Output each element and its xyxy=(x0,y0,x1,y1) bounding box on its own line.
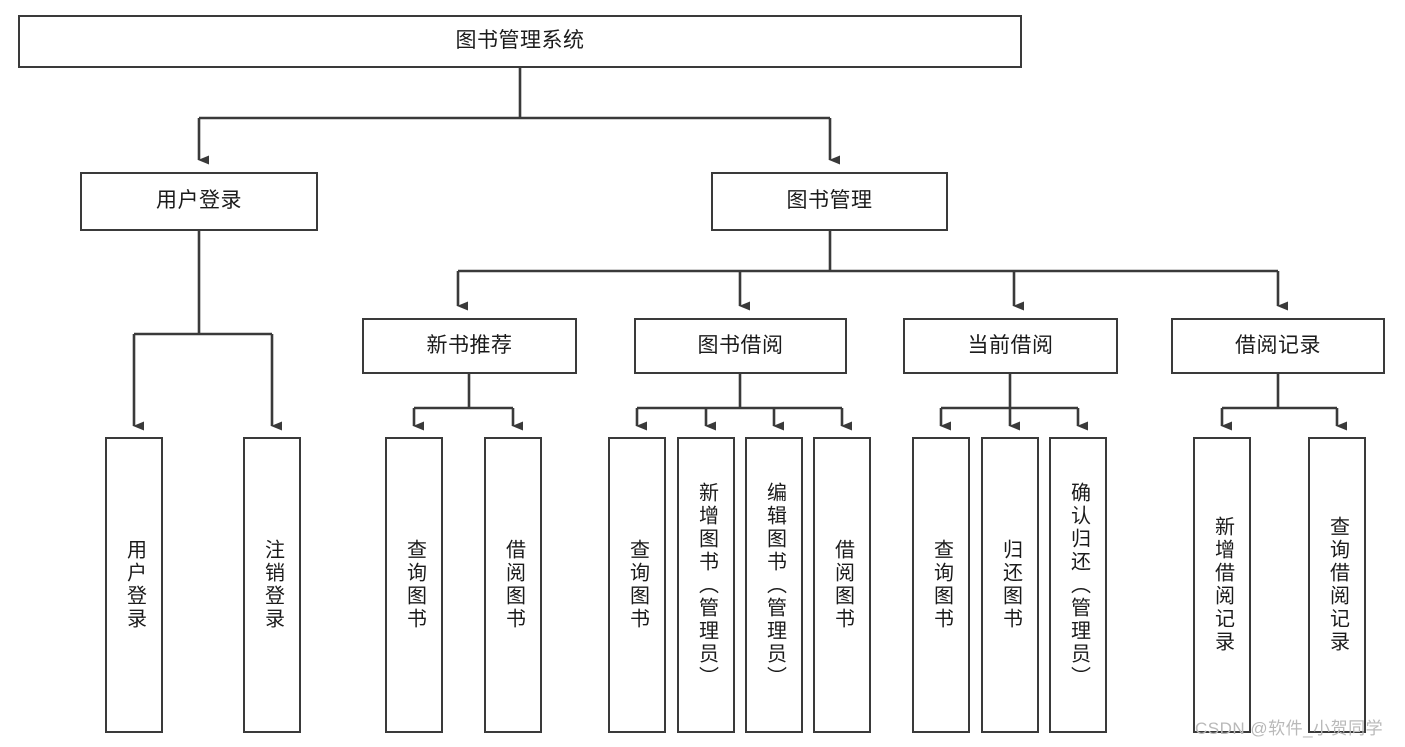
node-label: 新增借阅记录 xyxy=(1211,516,1234,654)
node-label: 确认归还（管理员） xyxy=(1067,481,1090,689)
node-borrow-record[interactable]: 借阅记录 xyxy=(1171,318,1385,374)
node-book-borrow[interactable]: 图书借阅 xyxy=(634,318,847,374)
node-root-book-management-system[interactable]: 图书管理系统 xyxy=(18,15,1022,68)
node-new-book-recommend[interactable]: 新书推荐 xyxy=(362,318,577,374)
node-label: 用户登录 xyxy=(156,189,242,213)
node-label: 借阅图书 xyxy=(502,539,525,631)
node-label: 当前借阅 xyxy=(967,333,1054,357)
leaf-edit-book-admin[interactable]: 编辑图书（管理员） xyxy=(745,437,803,733)
node-label: 图书管理 xyxy=(786,189,873,213)
node-label: 编辑图书（管理员） xyxy=(763,481,786,689)
leaf-borrow-book-recommend[interactable]: 借阅图书 xyxy=(484,437,542,733)
node-label: 新增图书（管理员） xyxy=(695,481,718,689)
node-label: 查询图书 xyxy=(403,539,426,631)
leaf-add-book-admin[interactable]: 新增图书（管理员） xyxy=(677,437,735,733)
node-current-borrow[interactable]: 当前借阅 xyxy=(903,318,1118,374)
leaf-add-borrow-record[interactable]: 新增借阅记录 xyxy=(1193,437,1251,733)
leaf-query-book-current[interactable]: 查询图书 xyxy=(912,437,970,733)
node-label: 注销登录 xyxy=(261,539,284,631)
node-label: 用户登录 xyxy=(123,539,146,631)
node-label: 借阅记录 xyxy=(1235,333,1321,357)
node-label: 借阅图书 xyxy=(831,539,854,631)
leaf-query-book-borrow[interactable]: 查询图书 xyxy=(608,437,666,733)
leaf-confirm-return-admin[interactable]: 确认归还（管理员） xyxy=(1049,437,1107,733)
leaf-query-borrow-record[interactable]: 查询借阅记录 xyxy=(1308,437,1366,733)
leaf-borrow-book[interactable]: 借阅图书 xyxy=(813,437,871,733)
node-label: 归还图书 xyxy=(999,539,1022,631)
leaf-return-book[interactable]: 归还图书 xyxy=(981,437,1039,733)
leaf-user-logout[interactable]: 注销登录 xyxy=(243,437,301,733)
node-user-login[interactable]: 用户登录 xyxy=(80,172,318,231)
node-label: 查询图书 xyxy=(930,539,953,631)
leaf-user-login[interactable]: 用户登录 xyxy=(105,437,163,733)
node-label: 查询借阅记录 xyxy=(1326,516,1349,654)
node-label: 新书推荐 xyxy=(426,333,513,357)
node-label: 图书借阅 xyxy=(697,333,784,357)
csdn-watermark: CSDN @软件_小贺同学 xyxy=(1195,719,1384,738)
node-label: 图书管理系统 xyxy=(455,29,585,53)
node-book-management[interactable]: 图书管理 xyxy=(711,172,948,231)
leaf-query-book-recommend[interactable]: 查询图书 xyxy=(385,437,443,733)
node-label: 查询图书 xyxy=(626,539,649,631)
